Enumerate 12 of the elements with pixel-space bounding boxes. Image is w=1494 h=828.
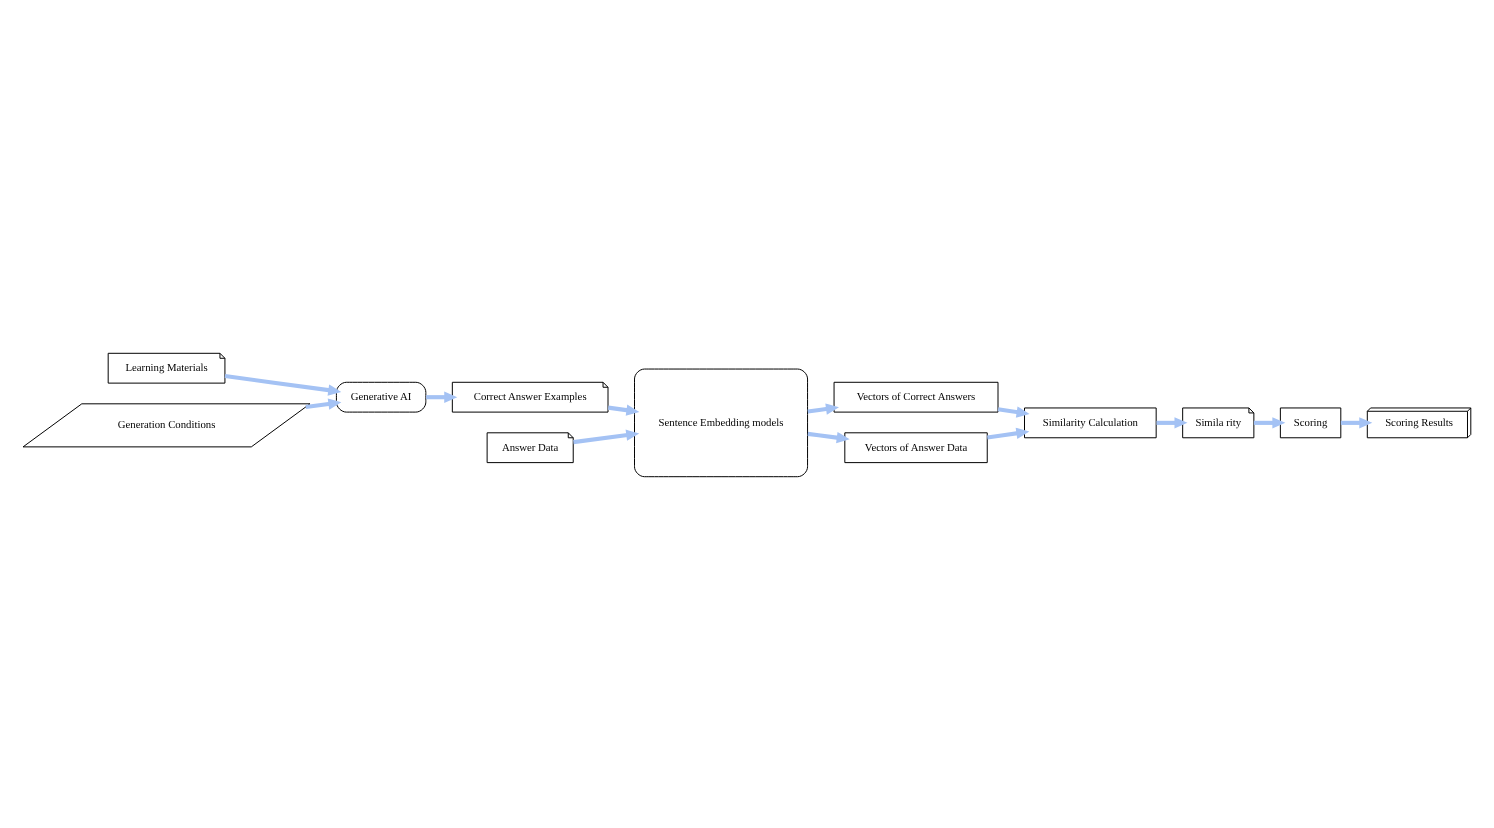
arrow bbox=[987, 426, 1030, 439]
arrow bbox=[997, 405, 1030, 417]
arrow bbox=[573, 428, 640, 444]
arrow bbox=[426, 390, 458, 402]
arrow bbox=[807, 402, 839, 414]
arrow bbox=[1340, 416, 1373, 428]
arrow bbox=[224, 373, 342, 395]
arrow bbox=[807, 430, 850, 443]
arrow bbox=[1253, 416, 1286, 428]
arrow bbox=[607, 403, 640, 415]
arrow bbox=[1156, 416, 1188, 428]
arrow bbox=[305, 397, 342, 409]
